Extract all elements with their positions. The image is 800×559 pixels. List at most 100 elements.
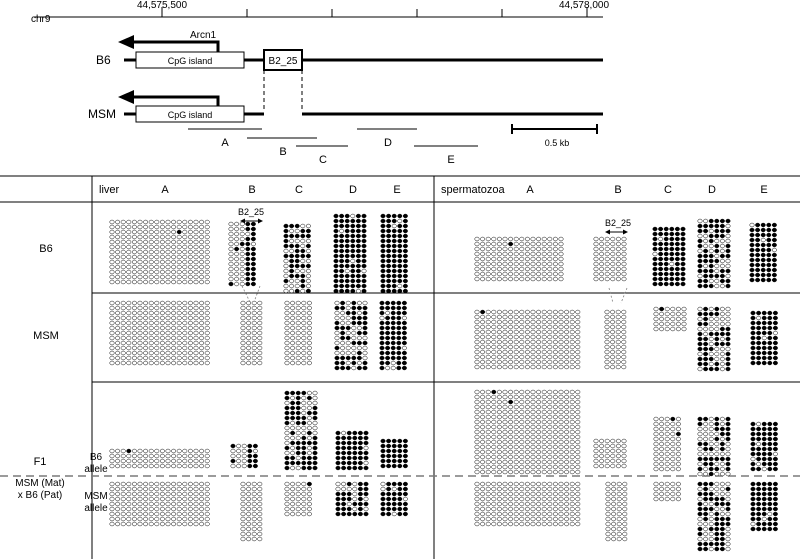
unmethylated-cpg-dot (109, 315, 115, 321)
methylated-cpg-dot (714, 436, 720, 442)
unmethylated-cpg-dot (165, 360, 171, 366)
methylated-cpg-dot (290, 430, 296, 436)
b2-25-insertion-box (263, 49, 303, 71)
unmethylated-cpg-dot (109, 330, 115, 336)
unmethylated-cpg-dot (604, 359, 610, 365)
unmethylated-cpg-dot (171, 315, 177, 321)
unmethylated-cpg-dot (159, 463, 165, 469)
methylated-cpg-dot (772, 516, 778, 522)
methylated-cpg-dot (401, 360, 407, 366)
unmethylated-cpg-dot (131, 274, 137, 280)
methylated-cpg-dot (290, 415, 296, 421)
unmethylated-cpg-dot (569, 394, 575, 400)
unmethylated-cpg-dot (599, 458, 605, 464)
unmethylated-cpg-dot (604, 256, 610, 262)
methylated-cpg-dot (363, 455, 369, 461)
methylated-cpg-dot (760, 247, 766, 253)
methylated-cpg-dot (333, 243, 339, 249)
unmethylated-cpg-dot (284, 340, 290, 346)
methylated-cpg-dot (771, 242, 777, 248)
unmethylated-cpg-dot (653, 326, 659, 332)
unmethylated-cpg-dot (697, 431, 703, 437)
methylated-cpg-dot (390, 320, 396, 326)
unmethylated-cpg-dot (148, 496, 154, 502)
methylated-cpg-dot (385, 335, 391, 341)
methylated-cpg-dot (755, 237, 761, 243)
unmethylated-cpg-dot (756, 461, 762, 467)
unmethylated-cpg-dot (115, 463, 121, 469)
unmethylated-cpg-dot (379, 315, 385, 321)
unmethylated-cpg-dot (593, 276, 599, 282)
methylated-cpg-dot (346, 481, 352, 487)
methylated-cpg-dot (301, 460, 307, 466)
methylated-cpg-dot (391, 448, 397, 454)
unmethylated-cpg-dot (137, 491, 143, 497)
methylated-cpg-dot (252, 463, 258, 469)
unmethylated-cpg-dot (312, 420, 318, 426)
unmethylated-cpg-dot (508, 349, 514, 355)
unmethylated-cpg-dot (137, 360, 143, 366)
unmethylated-cpg-dot (675, 456, 681, 462)
unmethylated-cpg-dot (536, 309, 542, 315)
unmethylated-cpg-dot (541, 314, 547, 320)
methylated-cpg-dot (386, 443, 392, 449)
unmethylated-cpg-dot (131, 360, 137, 366)
unmethylated-cpg-dot (547, 354, 553, 360)
methylated-cpg-dot (402, 443, 408, 449)
unmethylated-cpg-dot (306, 445, 312, 451)
unmethylated-cpg-dot (708, 521, 714, 527)
unmethylated-cpg-dot (519, 444, 525, 450)
unmethylated-cpg-dot (204, 279, 210, 285)
methylated-cpg-dot (312, 435, 318, 441)
unmethylated-cpg-dot (236, 448, 242, 454)
unmethylated-cpg-dot (622, 536, 628, 542)
unmethylated-cpg-dot (171, 279, 177, 285)
unmethylated-cpg-dot (159, 300, 165, 306)
methylated-cpg-dot (379, 365, 385, 371)
unmethylated-cpg-dot (519, 399, 525, 405)
unmethylated-cpg-dot (622, 481, 628, 487)
unmethylated-cpg-dot (502, 329, 508, 335)
unmethylated-cpg-dot (126, 345, 132, 351)
methylated-cpg-dot (708, 258, 714, 264)
unmethylated-cpg-dot (536, 511, 542, 517)
unmethylated-cpg-dot (575, 354, 581, 360)
methylated-cpg-dot (703, 446, 709, 452)
methylated-cpg-dot (334, 305, 340, 311)
methylated-cpg-dot (708, 491, 714, 497)
unmethylated-cpg-dot (703, 436, 709, 442)
unmethylated-cpg-dot (524, 444, 530, 450)
unmethylated-cpg-dot (558, 276, 564, 282)
methylated-cpg-dot (355, 253, 361, 259)
unmethylated-cpg-dot (480, 261, 486, 267)
unmethylated-cpg-dot (552, 339, 558, 345)
methylated-cpg-dot (361, 248, 367, 254)
methylated-cpg-dot (335, 460, 341, 466)
unmethylated-cpg-dot (575, 334, 581, 340)
unmethylated-cpg-dot (257, 511, 263, 517)
unmethylated-cpg-dot (508, 419, 514, 425)
unmethylated-cpg-dot (569, 334, 575, 340)
unmethylated-cpg-dot (154, 458, 160, 464)
methylated-cpg-dot (391, 283, 397, 289)
unmethylated-cpg-dot (508, 324, 514, 330)
unmethylated-cpg-dot (541, 399, 547, 405)
unmethylated-cpg-dot (154, 259, 160, 265)
unmethylated-cpg-dot (335, 486, 341, 492)
unmethylated-cpg-dot (575, 319, 581, 325)
unmethylated-cpg-dot (165, 315, 171, 321)
methylated-cpg-dot (361, 228, 367, 234)
unmethylated-cpg-dot (569, 429, 575, 435)
unmethylated-cpg-dot (148, 239, 154, 245)
methylated-cpg-dot (126, 448, 132, 454)
methylated-cpg-dot (289, 253, 295, 259)
unmethylated-cpg-dot (719, 238, 725, 244)
unmethylated-cpg-dot (513, 319, 519, 325)
methylated-cpg-dot (380, 278, 386, 284)
unmethylated-cpg-dot (154, 335, 160, 341)
unmethylated-cpg-dot (474, 236, 480, 242)
unmethylated-cpg-dot (159, 249, 165, 255)
unmethylated-cpg-dot (536, 251, 542, 257)
methylated-cpg-dot (391, 438, 397, 444)
unmethylated-cpg-dot (290, 496, 296, 502)
